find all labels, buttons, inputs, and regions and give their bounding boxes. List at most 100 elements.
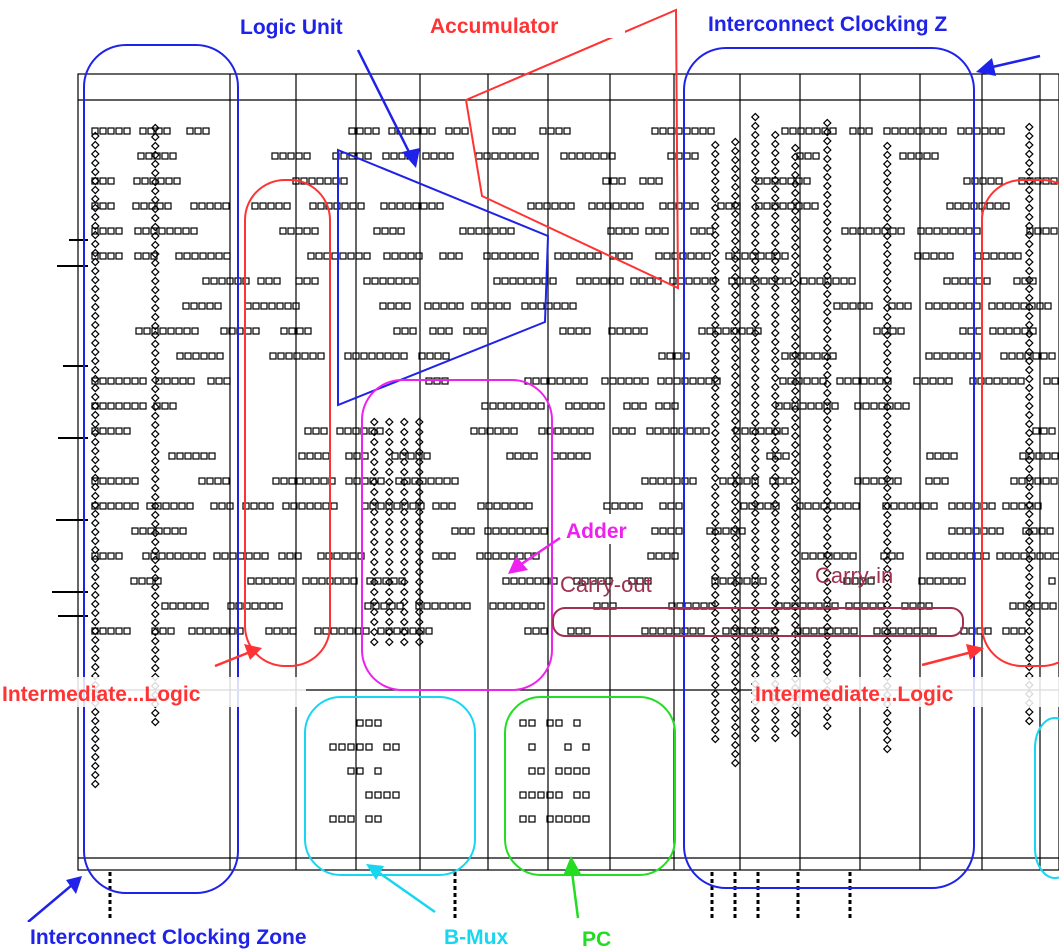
- wire-node: [882, 519, 892, 529]
- cell: [255, 577, 263, 585]
- cell: [925, 227, 933, 235]
- wire-node: [150, 276, 160, 286]
- wire-node: [150, 510, 160, 520]
- wire-node: [770, 166, 780, 176]
- cell: [686, 427, 694, 435]
- cell: [214, 202, 222, 210]
- wire-node: [150, 204, 160, 214]
- cell: [562, 427, 570, 435]
- bottom-tick: [756, 914, 760, 918]
- cell: [923, 152, 931, 160]
- cell: [582, 791, 590, 799]
- cell: [288, 477, 296, 485]
- cell: [1048, 427, 1056, 435]
- cell: [131, 377, 139, 385]
- wire-node: [770, 148, 780, 158]
- wire-node: [1024, 536, 1034, 546]
- wire-node: [90, 725, 100, 735]
- cell: [142, 552, 150, 560]
- cell: [107, 627, 115, 635]
- cell: [610, 177, 618, 185]
- cell: [801, 552, 809, 560]
- cell: [555, 127, 563, 135]
- wire-node: [790, 350, 800, 360]
- cell: [673, 377, 681, 385]
- cell: [697, 627, 705, 635]
- cell: [145, 152, 153, 160]
- cell: [958, 552, 966, 560]
- wire-node: [710, 311, 720, 321]
- cell: [391, 452, 399, 460]
- wire-node: [1024, 590, 1034, 600]
- cell: [1002, 627, 1010, 635]
- cell: [876, 377, 884, 385]
- bottom-tick: [710, 893, 714, 897]
- wire-node: [822, 415, 832, 425]
- cell: [589, 402, 597, 410]
- wire-node: [822, 487, 832, 497]
- cell: [775, 402, 783, 410]
- bottom-tick: [453, 872, 457, 876]
- cell: [220, 327, 228, 335]
- cell: [404, 127, 412, 135]
- cell: [631, 227, 639, 235]
- cell: [804, 152, 812, 160]
- wire-node: [369, 557, 379, 567]
- wire-node: [150, 267, 160, 277]
- wire-node: [790, 512, 800, 522]
- wire-node: [150, 375, 160, 385]
- cell: [409, 627, 417, 635]
- cell: [167, 327, 175, 335]
- cell: [807, 402, 815, 410]
- cell: [628, 202, 636, 210]
- arrowhead: [976, 58, 996, 76]
- cell: [467, 527, 475, 535]
- wire-node: [90, 248, 100, 258]
- cell: [303, 277, 311, 285]
- cell: [781, 127, 789, 135]
- cell: [392, 352, 400, 360]
- cell: [356, 743, 364, 751]
- cell: [921, 377, 929, 385]
- wire-node: [369, 577, 379, 587]
- cell: [507, 152, 515, 160]
- cell: [994, 202, 1002, 210]
- cell: [545, 302, 553, 310]
- cell: [567, 627, 575, 635]
- cell: [627, 502, 635, 510]
- wire-node: [710, 536, 720, 546]
- cell: [495, 302, 503, 310]
- cell: [521, 302, 529, 310]
- wire-node: [770, 616, 780, 626]
- cell: [481, 402, 489, 410]
- intermediate-logic-right-region: [981, 179, 1059, 667]
- cell: [364, 152, 372, 160]
- cell: [265, 277, 273, 285]
- bottom-tick: [733, 914, 737, 918]
- wire-node: [414, 537, 424, 547]
- cell: [372, 127, 380, 135]
- cell: [559, 202, 567, 210]
- cell: [891, 127, 899, 135]
- wire-node: [369, 417, 379, 427]
- wire-node: [730, 155, 740, 165]
- wire-node: [1024, 572, 1034, 582]
- cell: [182, 552, 190, 560]
- cell: [600, 277, 608, 285]
- wire-node: [710, 500, 720, 510]
- cell: [564, 815, 572, 823]
- cell: [380, 202, 388, 210]
- cell: [362, 627, 370, 635]
- cell: [870, 402, 878, 410]
- cell: [501, 277, 509, 285]
- cell: [448, 502, 456, 510]
- wire-node: [384, 637, 394, 647]
- cell: [115, 427, 123, 435]
- cell: [949, 352, 957, 360]
- cell: [123, 627, 131, 635]
- cell: [812, 152, 820, 160]
- cell: [434, 352, 442, 360]
- wire-node: [414, 637, 424, 647]
- cell: [623, 227, 631, 235]
- wire-node: [90, 311, 100, 321]
